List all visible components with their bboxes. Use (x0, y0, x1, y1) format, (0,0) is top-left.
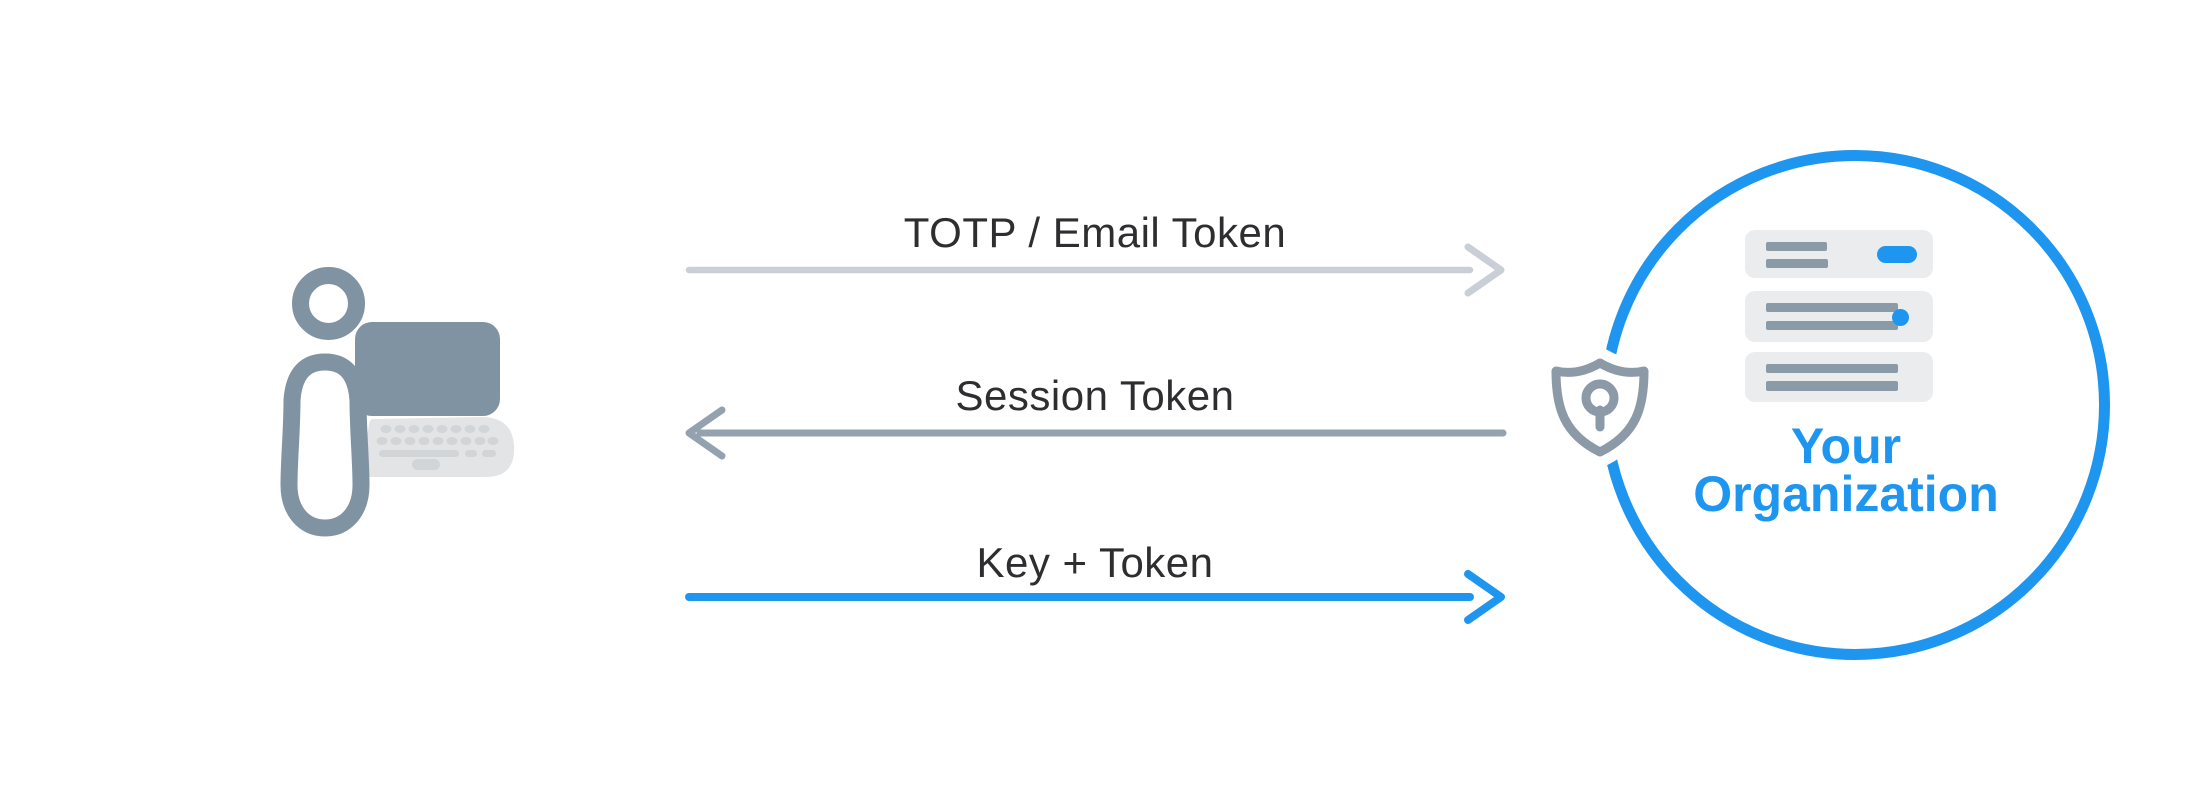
person-body (280, 353, 370, 537)
text-line (1766, 242, 1827, 251)
arrow-left-session-token (685, 406, 1507, 460)
arrow-right-key-token (685, 570, 1505, 624)
server-row (1745, 352, 1933, 402)
toggle-pill (1877, 246, 1917, 263)
keyboard-keys (376, 425, 499, 470)
laptop-screen (355, 322, 500, 416)
organization-circle (1600, 150, 2110, 660)
text-line (1766, 381, 1898, 391)
flow-label-session-token: Session Token (955, 372, 1235, 419)
server-row (1745, 291, 1933, 342)
flow-label-key-token: Key + Token (976, 539, 1214, 586)
person-head (292, 267, 365, 340)
person-at-laptop-icon (280, 267, 515, 537)
organization-name-line2: Organization (1693, 466, 1999, 522)
flow-label-totp-email-token: TOTP / Email Token (903, 209, 1287, 256)
shield-keyhole-icon (1542, 348, 1658, 466)
laptop-keyboard (361, 417, 515, 477)
organization-name: Your Organization (1602, 418, 2090, 522)
status-dot (1892, 309, 1909, 326)
organization-name-line1: Your (1790, 418, 1902, 474)
text-line (1766, 321, 1898, 330)
text-line (1766, 259, 1828, 268)
server-row (1745, 230, 1933, 278)
text-line (1766, 364, 1898, 373)
text-line (1766, 303, 1898, 312)
arrow-right-totp-email-token (685, 243, 1505, 297)
